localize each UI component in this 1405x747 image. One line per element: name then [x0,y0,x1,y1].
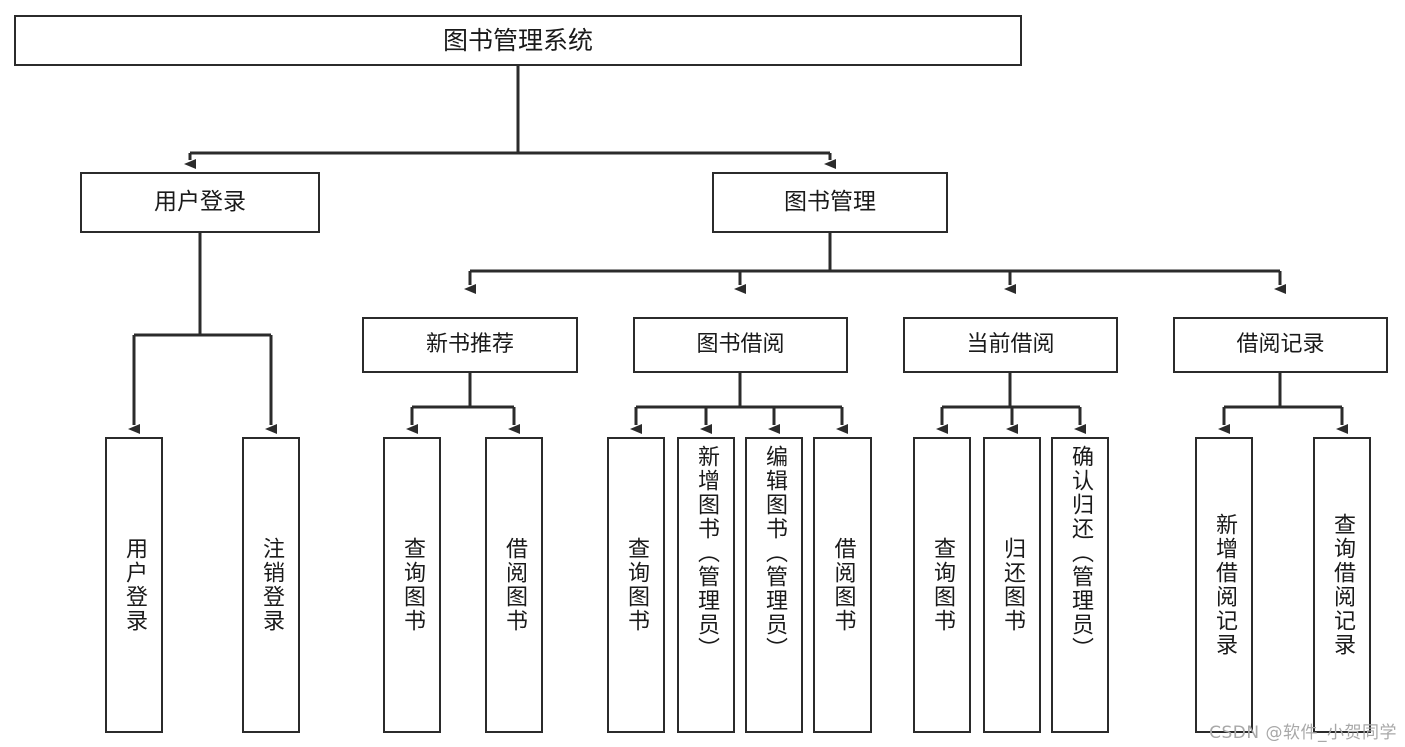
leaf-borrow-record-add-record-label: 新增借阅记录 [1212,513,1237,657]
leaf-book-borrow-edit-book-admin-label: 编辑图书（管理员） [762,445,787,661]
node-book-borrow[interactable]: 图书借阅 [633,317,848,373]
node-new-book-recommend-label: 新书推荐 [425,332,514,358]
node-book-management[interactable]: 图书管理 [712,172,948,233]
leaf-book-borrow-add-book-admin[interactable]: 新增图书（管理员） [677,437,735,733]
node-borrow-record[interactable]: 借阅记录 [1173,317,1388,373]
node-root-label: 图书管理系统 [442,25,593,55]
leaf-current-borrow-return-book-label: 归还图书 [1000,537,1025,633]
leaf-new-book-query-book-label: 查询图书 [400,537,425,633]
leaf-new-book-borrow-book-label: 借阅图书 [502,537,527,633]
leaf-new-book-query-book[interactable]: 查询图书 [383,437,441,733]
leaf-book-borrow-query-book-label: 查询图书 [624,537,649,633]
node-borrow-record-label: 借阅记录 [1236,332,1325,358]
leaf-book-borrow-edit-book-admin[interactable]: 编辑图书（管理员） [745,437,803,733]
leaf-borrow-record-add-record[interactable]: 新增借阅记录 [1195,437,1253,733]
node-new-book-recommend[interactable]: 新书推荐 [362,317,578,373]
leaf-book-borrow-query-book[interactable]: 查询图书 [607,437,665,733]
node-current-borrow-label: 当前借阅 [966,332,1055,358]
leaf-current-borrow-query-book[interactable]: 查询图书 [913,437,971,733]
node-book-management-label: 图书管理 [784,188,876,215]
leaf-book-borrow-borrow-book[interactable]: 借阅图书 [813,437,872,733]
leaf-current-borrow-query-book-label: 查询图书 [930,537,955,633]
leaf-current-borrow-return-book[interactable]: 归还图书 [983,437,1041,733]
node-book-borrow-label: 图书借阅 [696,332,785,358]
leaf-user-login-login-label: 用户登录 [122,537,147,633]
csdn-watermark: CSDN @软件_小贺同学 [1209,723,1397,743]
leaf-book-borrow-borrow-book-label: 借阅图书 [830,537,856,633]
leaf-current-borrow-confirm-return-admin-label: 确认归还（管理员） [1068,445,1093,661]
leaf-user-login-logout-label: 注销登录 [259,537,284,633]
leaf-borrow-record-query-record[interactable]: 查询借阅记录 [1313,437,1371,733]
leaf-current-borrow-confirm-return-admin[interactable]: 确认归还（管理员） [1051,437,1109,733]
leaf-book-borrow-add-book-admin-label: 新增图书（管理员） [694,445,719,661]
leaf-borrow-record-query-record-label: 查询借阅记录 [1330,513,1355,657]
node-root-book-management-system[interactable]: 图书管理系统 [14,15,1022,66]
node-user-login[interactable]: 用户登录 [80,172,320,233]
leaf-user-login-logout[interactable]: 注销登录 [242,437,300,733]
node-current-borrow[interactable]: 当前借阅 [903,317,1118,373]
node-user-login-label: 用户登录 [154,188,246,215]
leaf-new-book-borrow-book[interactable]: 借阅图书 [485,437,543,733]
leaf-user-login-login[interactable]: 用户登录 [105,437,163,733]
